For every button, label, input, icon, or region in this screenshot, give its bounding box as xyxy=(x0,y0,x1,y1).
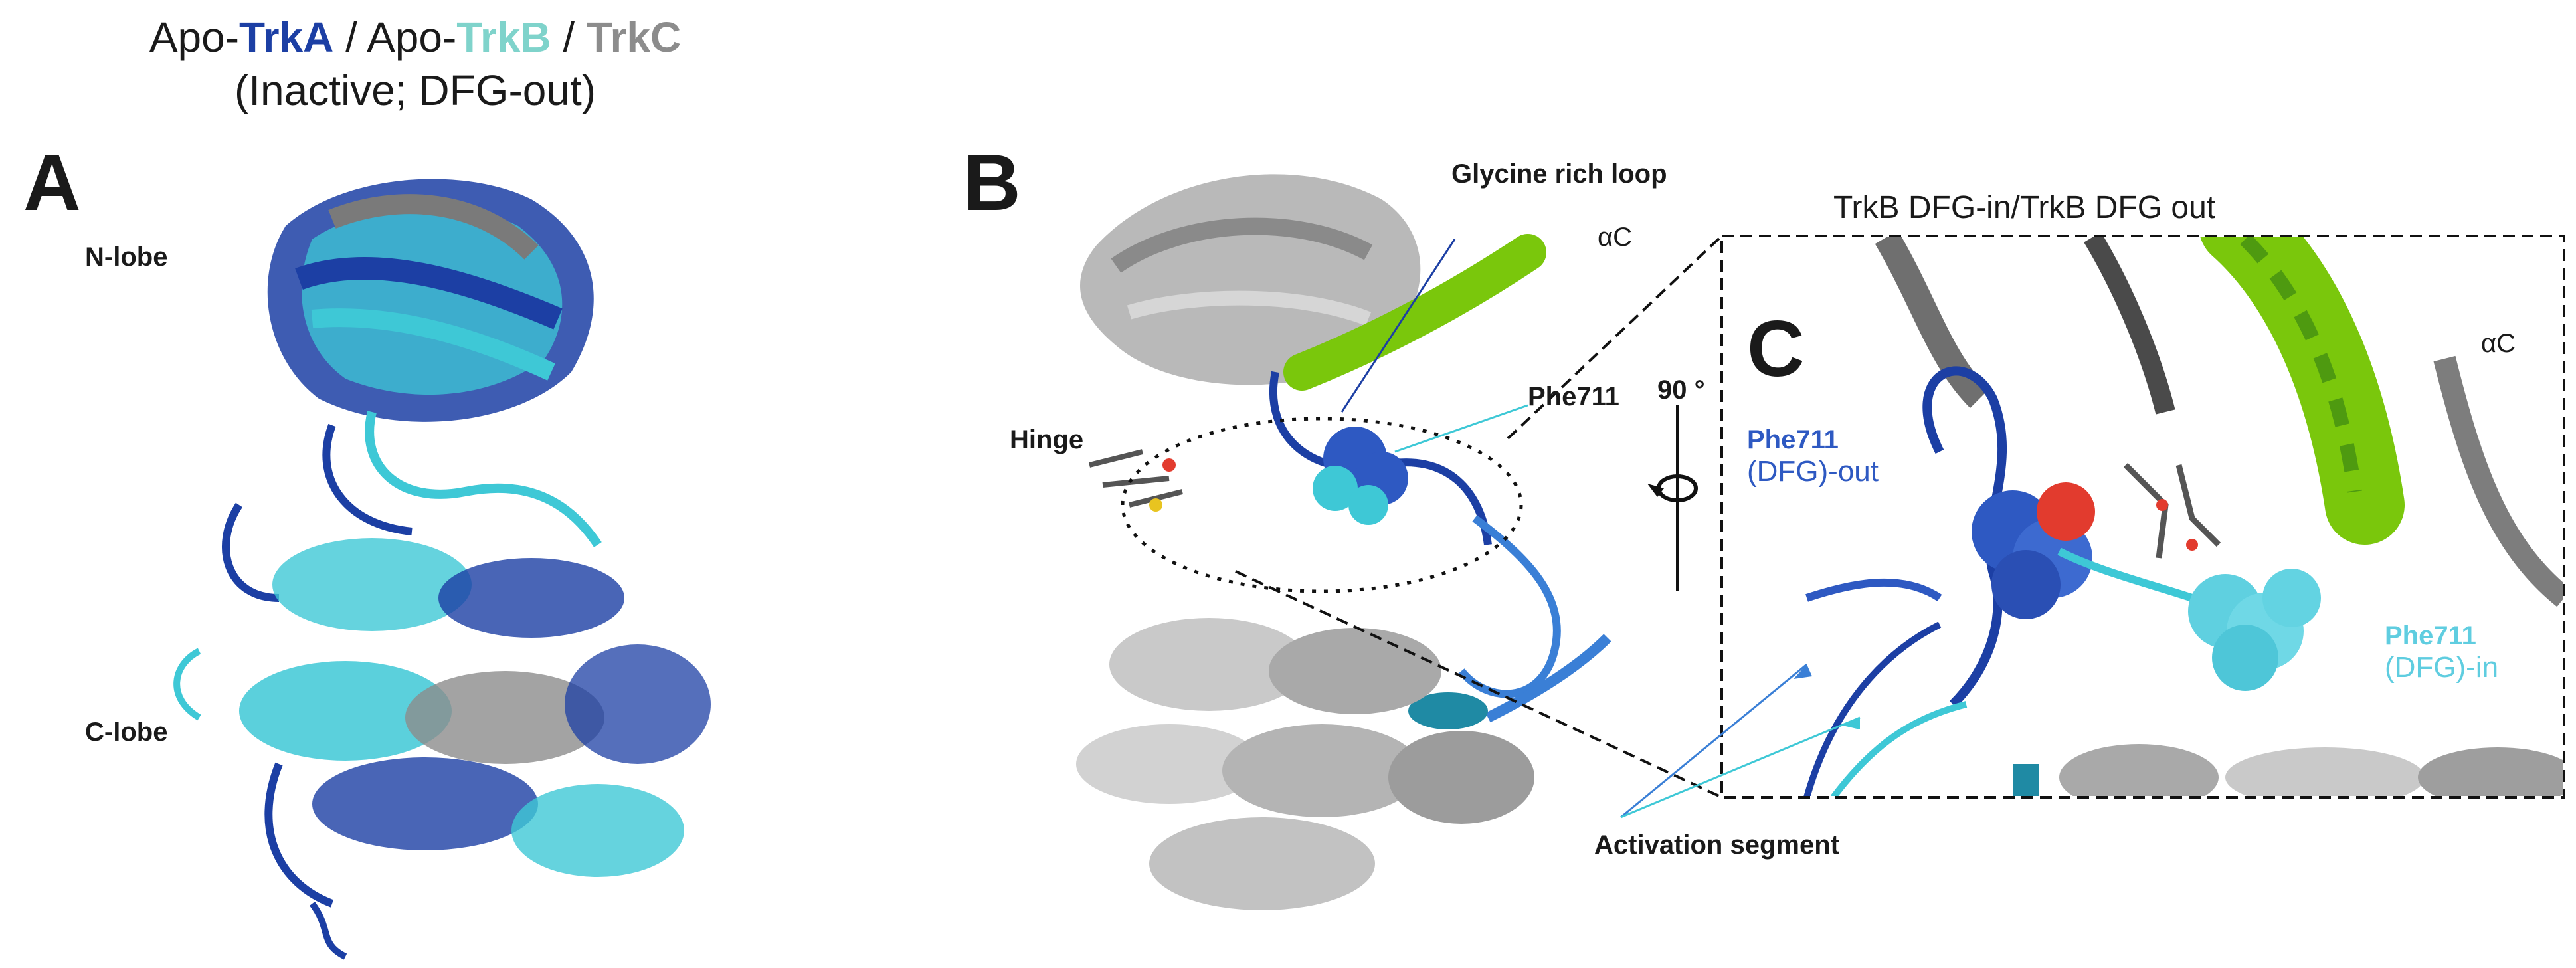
panel-a-letter: A xyxy=(23,138,81,227)
alpha-c-label-b: αC xyxy=(1598,223,1633,252)
title-trkc: TrkC xyxy=(586,13,682,61)
rotation-label: 90 ° xyxy=(1657,375,1705,405)
phe-out-name: Phe711 xyxy=(1747,425,1839,454)
hinge-label: Hinge xyxy=(1010,425,1084,454)
phe-out-annotation: Phe711 (DFG)-out xyxy=(1747,425,1879,488)
panel-a-subtitle: (Inactive; DFG-out) xyxy=(234,66,597,114)
phe-out-state: (DFG)-out xyxy=(1747,455,1879,488)
title-trka: TrkA xyxy=(239,13,334,61)
active-site-highlight xyxy=(1121,417,1523,593)
title-sep1: / Apo- xyxy=(333,13,457,61)
panel-a-structure xyxy=(173,179,711,960)
panel-c-letter: C xyxy=(1747,304,1805,393)
panel-a-title: Apo-TrkA / Apo-TrkB / TrkC xyxy=(116,13,714,62)
panel-b-structure xyxy=(1076,174,1723,910)
activation-segment-label: Activation segment xyxy=(1594,830,1839,860)
phe-in-annotation: Phe711 (DFG)-in xyxy=(2385,621,2498,684)
alpha-c-label-c: αC xyxy=(2481,329,2516,358)
panel-c-inset xyxy=(1620,235,2565,819)
panel-b-letter: B xyxy=(963,138,1021,227)
glycine-loop-label: Glycine rich loop xyxy=(1451,159,1667,189)
title-prefix: Apo- xyxy=(149,13,239,61)
phe-in-state: (DFG)-in xyxy=(2385,651,2499,684)
panel-c-header: TrkB DFG-in/TrkB DFG out xyxy=(1833,190,2216,225)
c-lobe-label: C-lobe xyxy=(85,718,168,747)
title-trkb: TrkB xyxy=(456,13,551,61)
phe-in-name: Phe711 xyxy=(2385,621,2476,650)
title-sep2: / xyxy=(551,13,587,61)
phe711-label-b: Phe711 xyxy=(1528,382,1619,411)
n-lobe-label: N-lobe xyxy=(85,242,168,272)
